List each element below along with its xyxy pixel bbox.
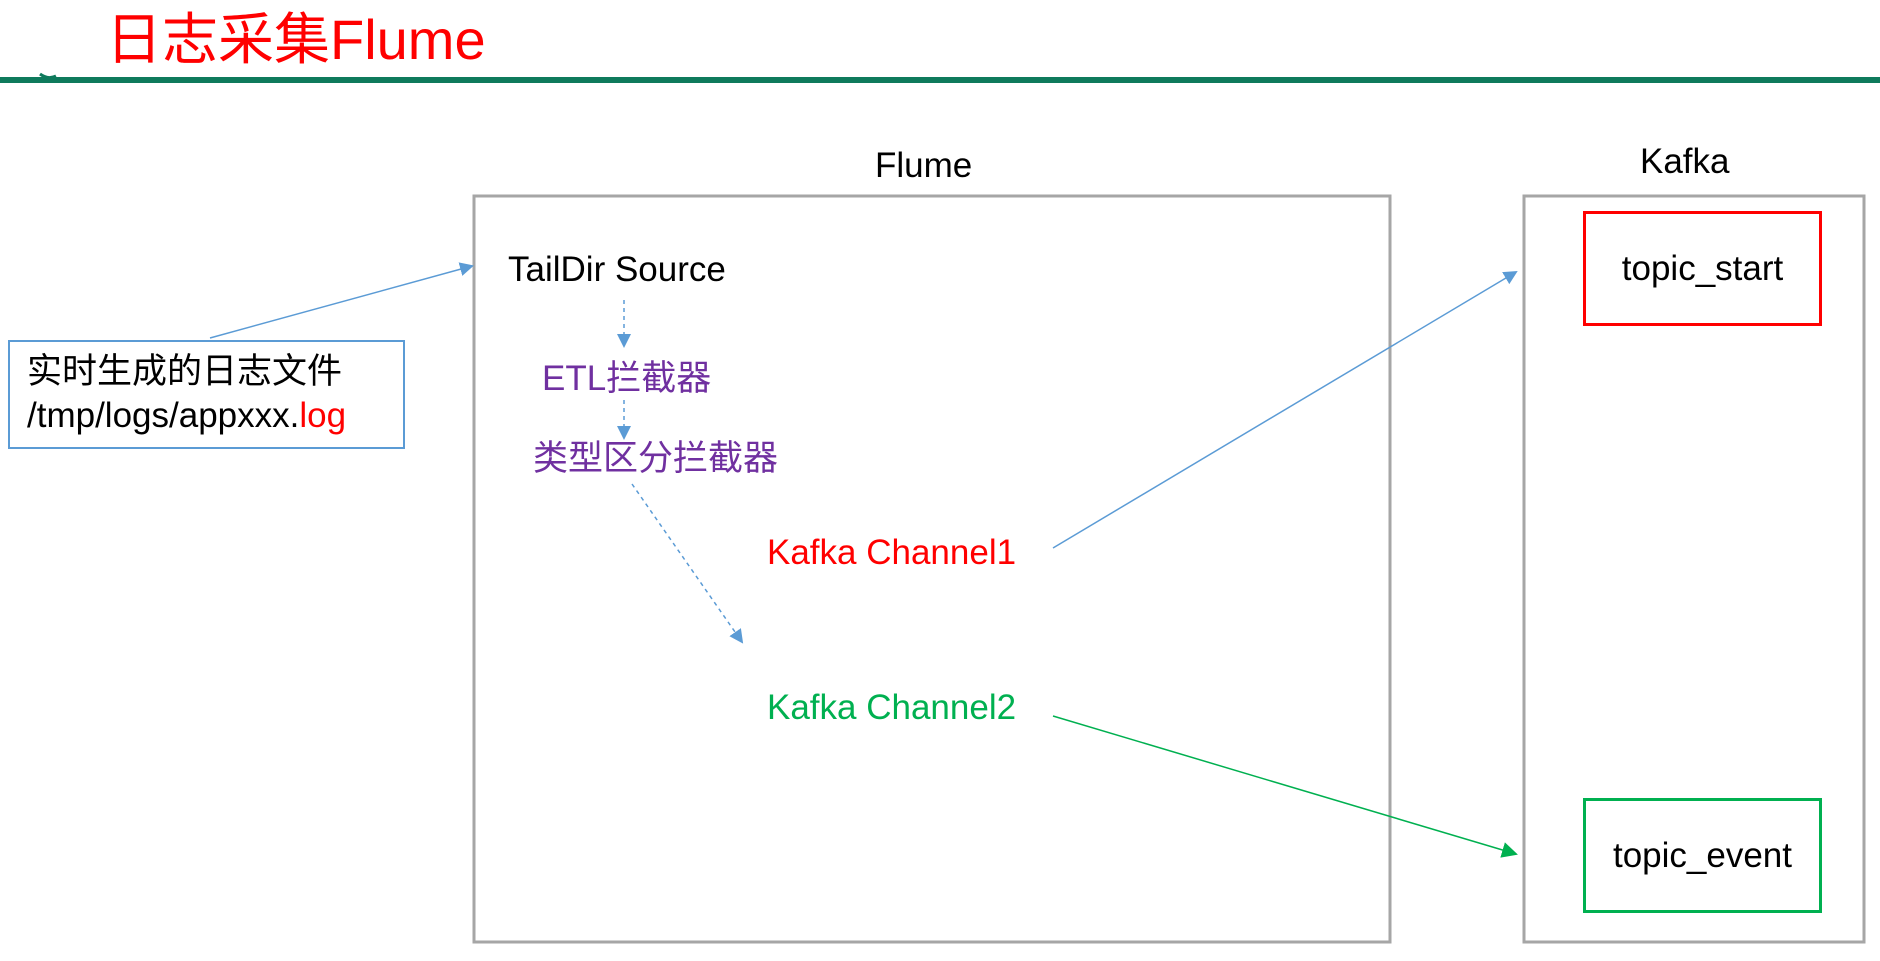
log-file-text: 实时生成的日志文件 /tmp/logs/appxxx.log: [27, 350, 346, 439]
arrow-channel2-to-topic-event: [1052, 715, 1518, 858]
log-file-caption: 实时生成的日志文件: [27, 352, 343, 391]
kafka-title: Kafka: [1640, 142, 1730, 181]
log-file-path-prefix: /tmp/logs/appxxx.: [27, 396, 300, 436]
title-divider: [0, 77, 1880, 83]
topic-start-box: topic_start: [1583, 211, 1822, 326]
arrow-file-to-source: [209, 262, 474, 339]
type-interceptor-label: 类型区分拦截器: [533, 439, 779, 478]
kafka-container: [1522, 194, 1866, 944]
taildir-source-label: TailDir Source: [508, 250, 726, 289]
page-title: 日志采集Flume: [106, 8, 486, 71]
topic-event-box: topic_event: [1583, 798, 1822, 913]
log-file-path-ext: log: [299, 396, 347, 436]
topic-start-label: topic_start: [1621, 248, 1784, 288]
flume-title: Flume: [875, 146, 973, 185]
flume-container: [472, 194, 1392, 944]
kafka-channel1-label: Kafka Channel1: [767, 533, 1017, 572]
kafka-channel2-label: Kafka Channel2: [767, 688, 1017, 727]
arrow-channel1-to-topic-start: [1052, 270, 1518, 549]
arrow-type-to-channels: [631, 483, 744, 644]
log-file-path: /tmp/logs/appxxx.log: [27, 394, 346, 438]
etl-interceptor-label: ETL拦截器: [542, 359, 712, 398]
log-file-box: [8, 340, 405, 449]
topic-event-label: topic_event: [1612, 835, 1793, 875]
